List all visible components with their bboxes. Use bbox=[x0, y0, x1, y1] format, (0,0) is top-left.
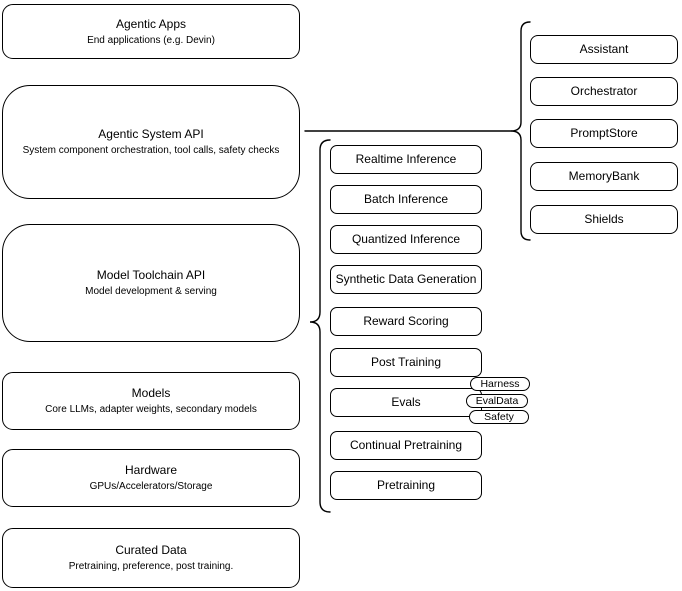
node-agentic-system-api: Agentic System API System component orch… bbox=[2, 85, 300, 199]
tag-harness: Harness bbox=[470, 377, 530, 391]
node-label: Quantized Inference bbox=[351, 232, 461, 246]
node-shields: Shields bbox=[530, 205, 678, 234]
node-subtitle: GPUs/Accelerators/Storage bbox=[89, 481, 213, 492]
node-reward-scoring: Reward Scoring bbox=[330, 307, 482, 336]
system-components-brace bbox=[510, 21, 531, 241]
node-models: Models Core LLMs, adapter weights, secon… bbox=[2, 372, 300, 430]
node-title: Hardware bbox=[124, 463, 178, 477]
node-subtitle: End applications (e.g. Devin) bbox=[87, 34, 215, 46]
tag-label: Harness bbox=[480, 377, 520, 390]
node-subtitle: Pretraining, preference, post training. bbox=[68, 561, 234, 572]
node-title: Agentic Apps bbox=[115, 16, 187, 31]
node-subtitle: System component orchestration, tool cal… bbox=[22, 145, 280, 156]
node-hardware: Hardware GPUs/Accelerators/Storage bbox=[2, 449, 300, 507]
node-realtime-inference: Realtime Inference bbox=[330, 145, 482, 174]
node-curated-data: Curated Data Pretraining, preference, po… bbox=[2, 528, 300, 588]
node-label: Synthetic Data Generation bbox=[335, 272, 477, 286]
node-label: Realtime Inference bbox=[355, 152, 457, 166]
node-label: Shields bbox=[584, 212, 624, 226]
tag-evaldata: EvalData bbox=[466, 394, 528, 408]
node-label: Orchestrator bbox=[570, 84, 638, 98]
toolchain-components-brace bbox=[309, 139, 331, 513]
node-promptstore: PromptStore bbox=[530, 119, 678, 148]
node-quantized-inference: Quantized Inference bbox=[330, 225, 482, 254]
node-label: Post Training bbox=[370, 355, 442, 369]
node-agentic-apps: Agentic Apps End applications (e.g. Devi… bbox=[2, 4, 300, 59]
tag-label: Safety bbox=[484, 410, 514, 423]
node-pretraining: Pretraining bbox=[330, 471, 482, 500]
node-subtitle: Core LLMs, adapter weights, secondary mo… bbox=[45, 404, 257, 415]
node-title: Model Toolchain API bbox=[96, 268, 206, 282]
node-label: Pretraining bbox=[376, 478, 436, 492]
node-label: Batch Inference bbox=[363, 192, 449, 206]
node-label: PromptStore bbox=[570, 126, 638, 140]
node-label: Evals bbox=[391, 395, 421, 409]
node-continual-pretraining: Continual Pretraining bbox=[330, 431, 482, 460]
node-label: Reward Scoring bbox=[363, 314, 449, 328]
node-post-training: Post Training bbox=[330, 348, 482, 377]
node-assistant: Assistant bbox=[530, 35, 678, 64]
node-batch-inference: Batch Inference bbox=[330, 185, 482, 214]
node-orchestrator: Orchestrator bbox=[530, 77, 678, 106]
tag-label: EvalData bbox=[475, 394, 519, 407]
node-evals: Evals bbox=[330, 388, 482, 417]
node-model-toolchain-api: Model Toolchain API Model development & … bbox=[2, 224, 300, 342]
node-subtitle: Model development & serving bbox=[85, 286, 217, 297]
node-label: Assistant bbox=[579, 42, 629, 56]
node-label: MemoryBank bbox=[568, 169, 640, 183]
node-title: Agentic System API bbox=[98, 127, 204, 141]
node-label: Continual Pretraining bbox=[349, 438, 463, 452]
node-title: Curated Data bbox=[115, 543, 187, 557]
node-title: Models bbox=[131, 386, 171, 400]
tag-safety: Safety bbox=[469, 410, 529, 424]
node-memorybank: MemoryBank bbox=[530, 162, 678, 191]
node-synthetic-data-generation: Synthetic Data Generation bbox=[330, 265, 482, 294]
